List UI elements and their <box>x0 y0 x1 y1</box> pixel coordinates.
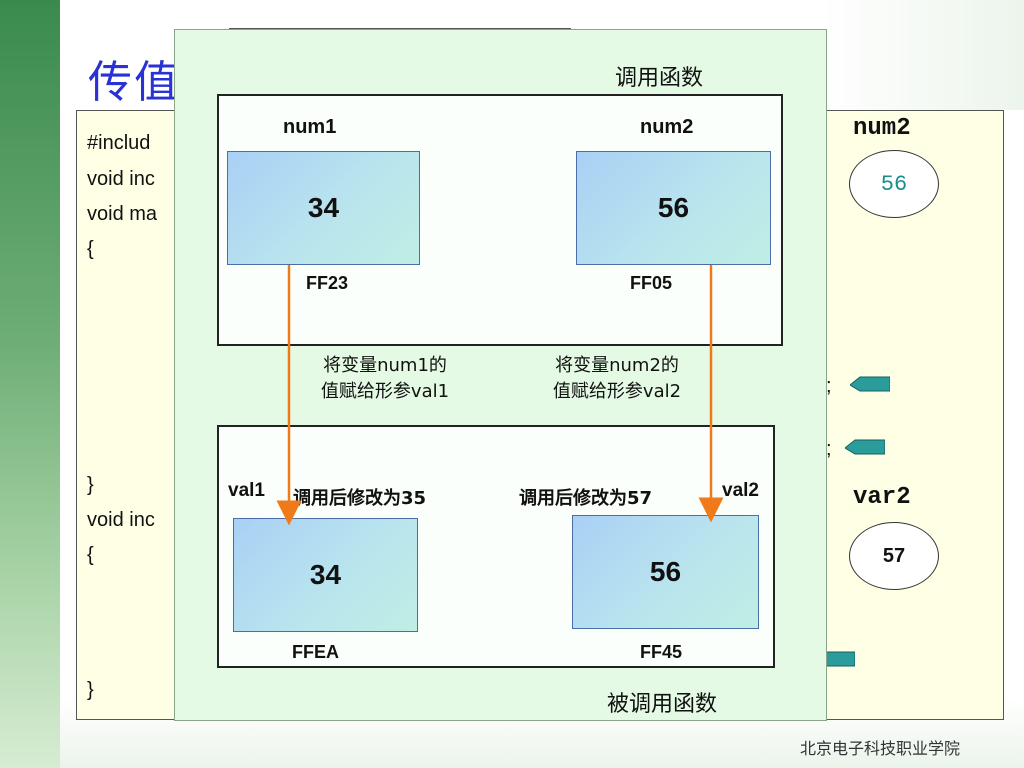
caller-section-label: 调用函数 <box>615 66 704 91</box>
pass-note-right: 将变量num2的 值赋给形参val2 <box>522 353 712 405</box>
num1-memory-box: 34 <box>227 151 420 265</box>
code-line-close-brace: } <box>87 474 94 496</box>
var2-circle: 57 <box>849 522 939 590</box>
val2-memory-box: 56 <box>572 515 759 629</box>
var2-circle-value: 57 <box>882 544 906 567</box>
val1-value: 34 <box>309 559 342 590</box>
semicolon-1: ; <box>826 375 832 397</box>
footer-institution: 北京电子科技职业学院 <box>800 739 961 758</box>
pass-note-left-line1: 将变量num1的 <box>323 355 447 376</box>
num2-value: 56 <box>657 192 690 223</box>
val2-modify-note: 调用后修改为57 <box>519 488 653 509</box>
pointer-tag-icon <box>850 376 890 392</box>
slide-title: 传值 <box>88 57 180 108</box>
num2-name: num2 <box>640 116 694 138</box>
num2-address: FF05 <box>630 273 673 293</box>
num1-value: 34 <box>307 192 340 223</box>
pass-note-left-line2: 值赋给形参val1 <box>320 381 450 402</box>
pass-note-right-line2: 值赋给形参val2 <box>552 381 682 402</box>
val1-address: FFEA <box>292 642 339 662</box>
num2-circle: 56 <box>849 150 939 218</box>
left-decorative-band <box>0 0 60 768</box>
code-line-close-brace-2: } <box>87 679 94 701</box>
num1-name: num1 <box>283 116 337 138</box>
code-line-void-inc-def: void inc <box>87 509 155 531</box>
val1-name: val1 <box>228 480 265 501</box>
val2-name: val2 <box>722 480 759 501</box>
val2-value: 56 <box>649 556 682 587</box>
num2-memory-box: 56 <box>576 151 771 265</box>
num2-label: num2 <box>853 115 911 142</box>
code-line-include: #includ <box>87 132 151 154</box>
num2-circle-value: 56 <box>880 171 908 197</box>
pointer-tag-icon <box>845 439 885 455</box>
code-line-void-inc: void inc <box>87 168 155 190</box>
pass-note-right-line1: 将变量num2的 <box>555 355 679 376</box>
code-line-void-main: void ma <box>87 203 158 225</box>
callee-section-label: 被调用函数 <box>607 692 718 717</box>
val1-modify-note: 调用后修改为35 <box>293 488 427 509</box>
var2-label: var2 <box>853 484 911 511</box>
top-right-decoration <box>820 0 1024 110</box>
num1-address: FF23 <box>306 273 349 293</box>
code-line-open-brace-2: { <box>87 544 94 566</box>
val1-memory-box: 34 <box>233 518 418 632</box>
pass-note-left: 将变量num1的 值赋给形参val1 <box>290 353 480 405</box>
code-line-open-brace: { <box>87 238 94 260</box>
semicolon-2: ; <box>826 438 832 460</box>
val2-address: FF45 <box>640 642 683 662</box>
